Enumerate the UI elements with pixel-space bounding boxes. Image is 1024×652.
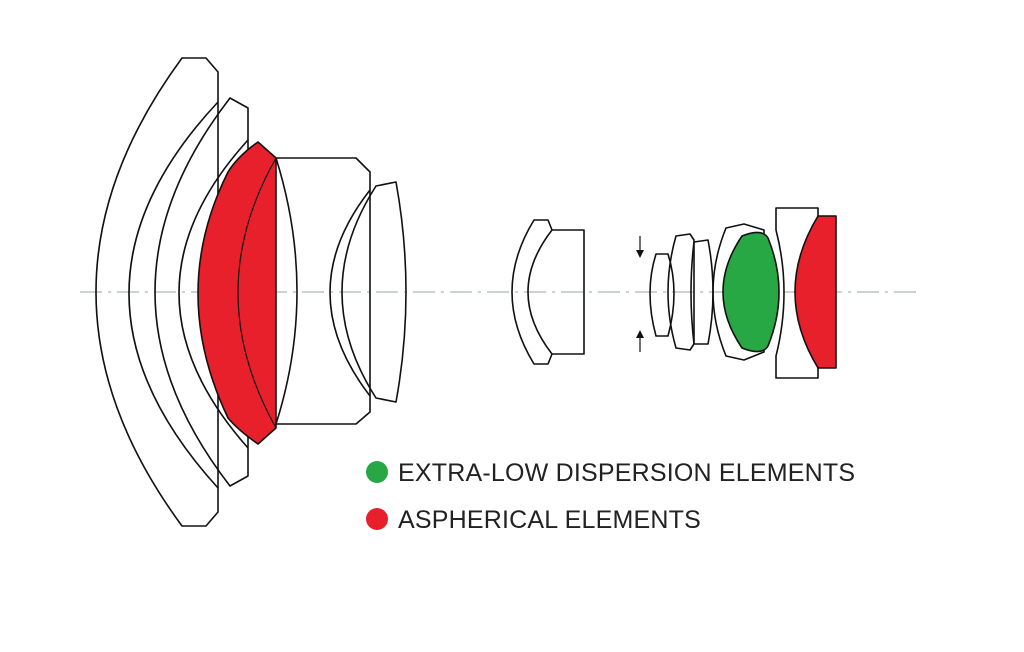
green-dot-icon xyxy=(366,461,388,483)
legend: EXTRA-LOW DISPERSION ELEMENTS ASPHERICAL… xyxy=(366,459,855,534)
lens-element-10 xyxy=(712,223,765,361)
legend-item-aspherical: ASPHERICAL ELEMENTS xyxy=(366,506,701,534)
aperture-arrow-top-head xyxy=(636,250,644,258)
lens-element-7 xyxy=(649,253,675,337)
lens-element-5 xyxy=(341,181,407,403)
red-dot-icon xyxy=(366,508,388,530)
lens-element-2-inner-surface xyxy=(178,139,249,449)
lens-element-1-inner-surface xyxy=(128,101,219,489)
lens-element-6-inner-surface xyxy=(527,229,553,355)
ed-element xyxy=(722,231,780,353)
lens-element-4 xyxy=(275,157,371,425)
aperture-stop xyxy=(636,236,644,352)
lens-element-9 xyxy=(690,239,714,345)
legend-item-ed: EXTRA-LOW DISPERSION ELEMENTS xyxy=(366,459,855,487)
lens-element-11 xyxy=(775,207,819,379)
lens-element-4-rear-surface xyxy=(329,189,371,397)
lens-element-1 xyxy=(95,57,219,527)
lens-element-2 xyxy=(154,97,249,487)
legend-label-ed: EXTRA-LOW DISPERSION ELEMENTS xyxy=(398,459,855,487)
lens-element-6 xyxy=(511,219,585,365)
aspherical-element-rear xyxy=(794,215,837,369)
aperture-arrow-bottom-head xyxy=(636,330,644,338)
legend-label-aspherical: ASPHERICAL ELEMENTS xyxy=(398,506,701,534)
aspherical-element-front-inner xyxy=(237,157,277,429)
aspherical-element-front xyxy=(197,141,277,445)
